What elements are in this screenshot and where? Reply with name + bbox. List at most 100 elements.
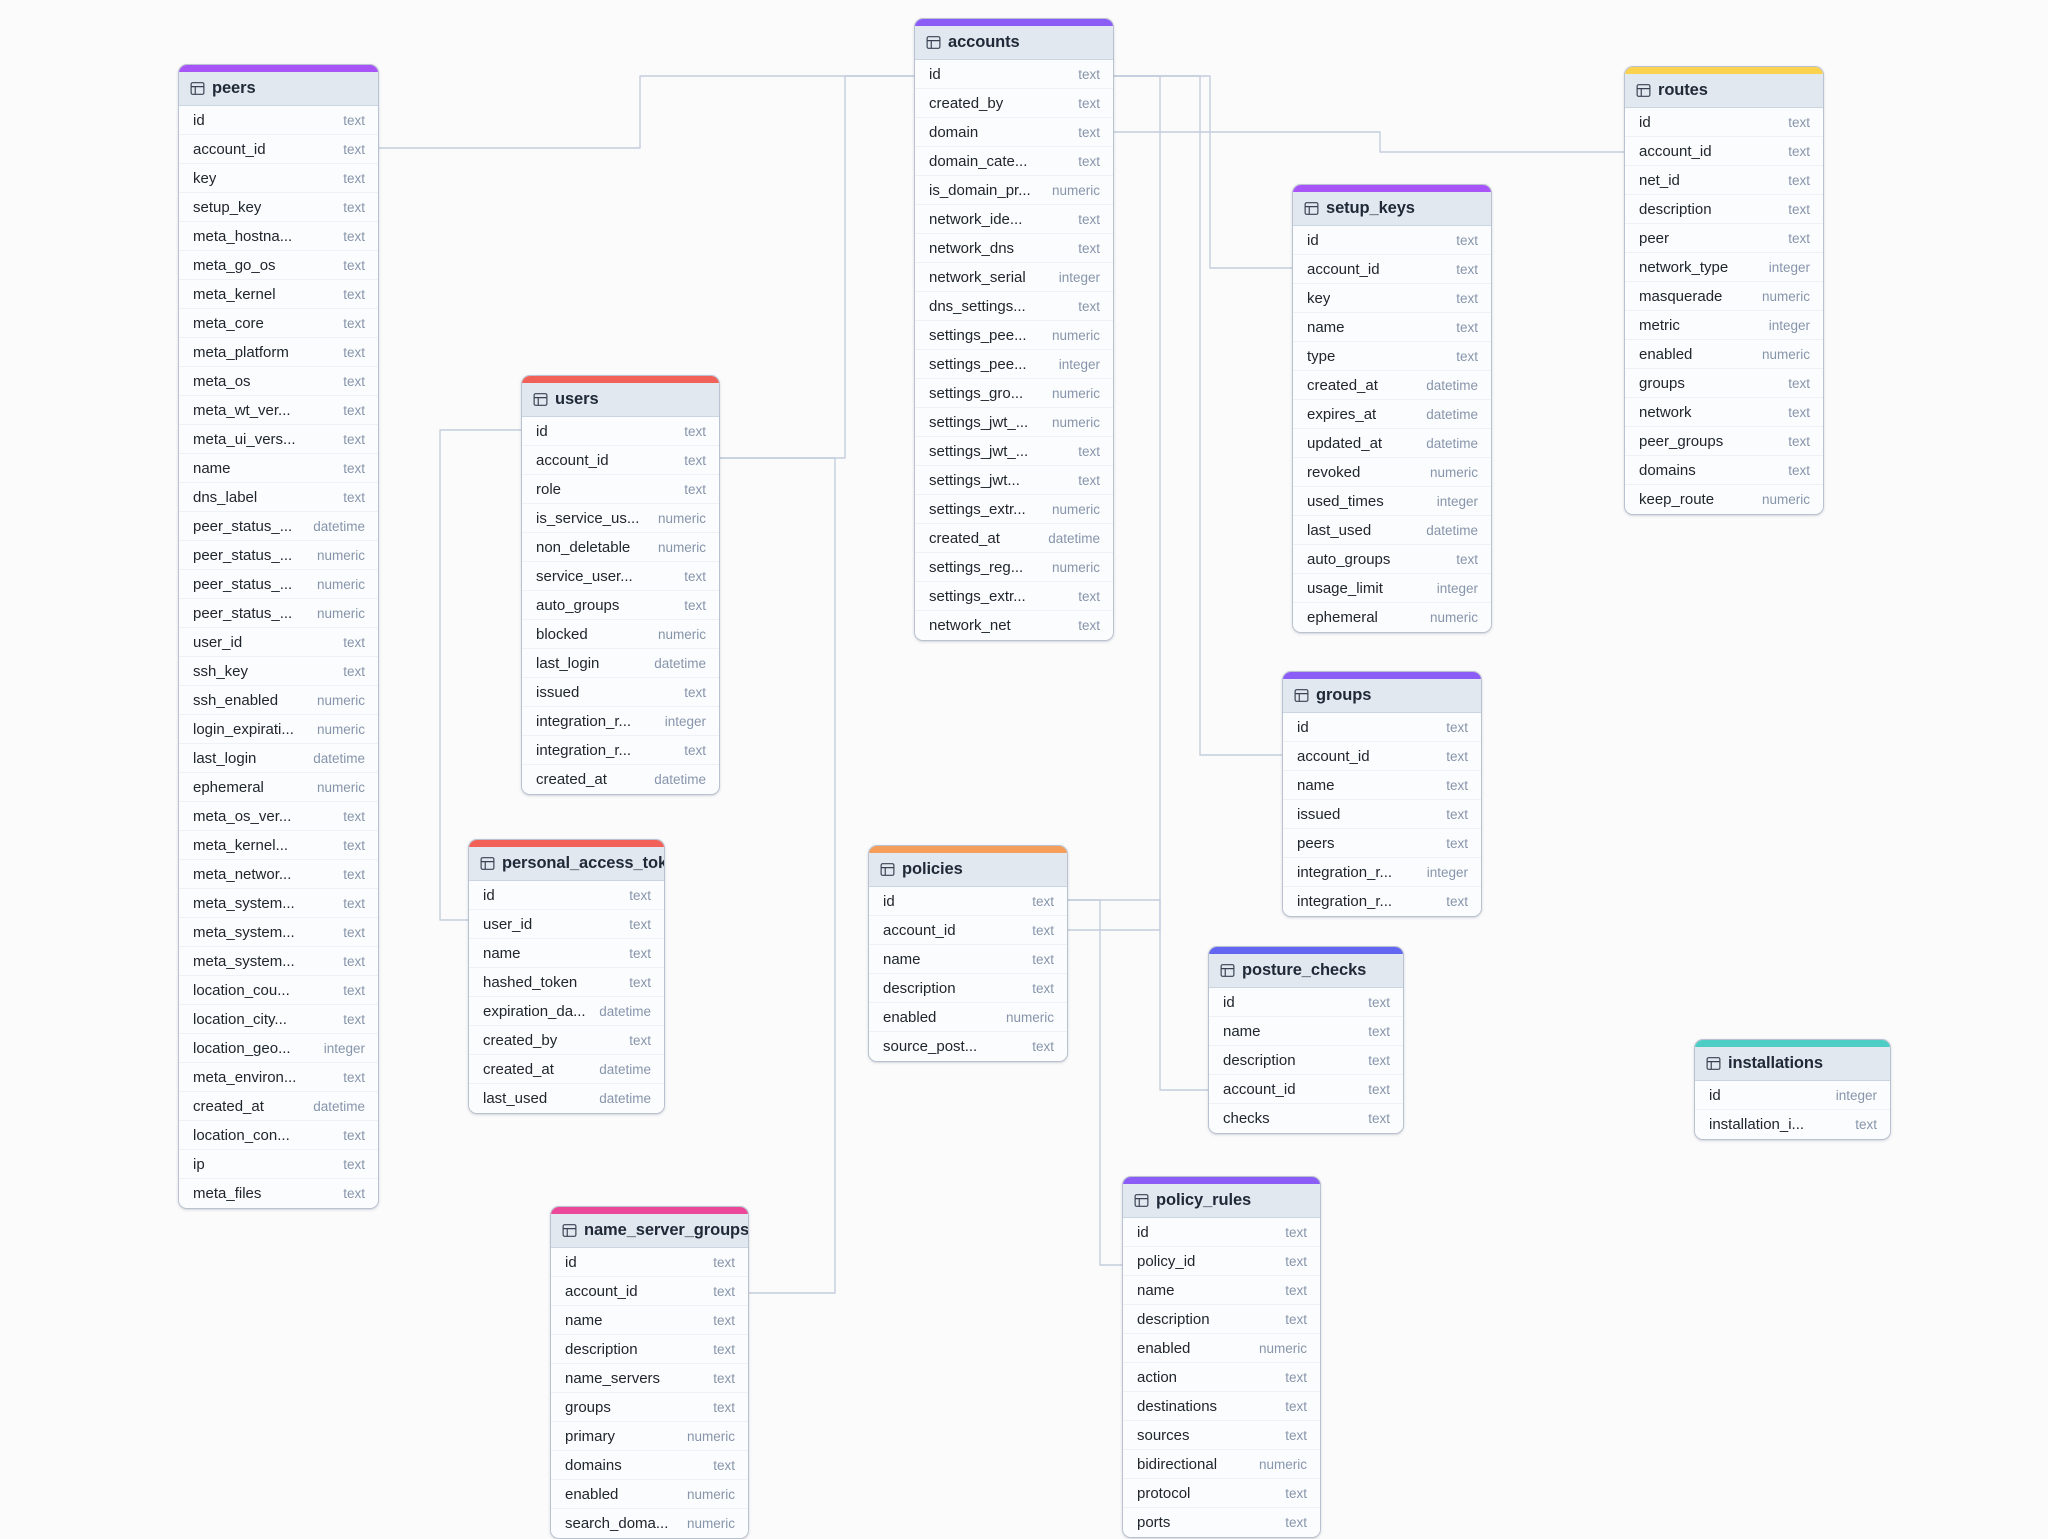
column-row[interactable]: peer_status_...numeric — [179, 599, 378, 628]
column-row[interactable]: settings_jwt...text — [915, 466, 1113, 495]
column-row[interactable]: meta_environ...text — [179, 1063, 378, 1092]
column-row[interactable]: integration_r...integer — [1283, 858, 1481, 887]
table-header[interactable]: groups — [1283, 679, 1481, 713]
table-card-personal_access_tokens[interactable]: personal_access_tokensidtextuser_idtextn… — [468, 839, 665, 1114]
table-header[interactable]: installations — [1695, 1047, 1890, 1081]
column-row[interactable]: login_expirati...numeric — [179, 715, 378, 744]
table-header[interactable]: routes — [1625, 74, 1823, 108]
table-header[interactable]: posture_checks — [1209, 954, 1403, 988]
column-row[interactable]: meta_system...text — [179, 889, 378, 918]
column-row[interactable]: meta_networ...text — [179, 860, 378, 889]
column-row[interactable]: settings_extr...text — [915, 582, 1113, 611]
table-header[interactable]: users — [522, 383, 719, 417]
column-row[interactable]: settings_pee...numeric — [915, 321, 1113, 350]
column-row[interactable]: meta_kernel...text — [179, 831, 378, 860]
column-row[interactable]: location_city...text — [179, 1005, 378, 1034]
column-row[interactable]: settings_pee...integer — [915, 350, 1113, 379]
table-header[interactable]: setup_keys — [1293, 192, 1491, 226]
column-row[interactable]: integration_r...integer — [522, 707, 719, 736]
column-row[interactable]: settings_reg...numeric — [915, 553, 1113, 582]
column-row[interactable]: meta_system...text — [179, 918, 378, 947]
column-row[interactable]: meta_ui_vers...text — [179, 425, 378, 454]
column-row[interactable]: location_cou...text — [179, 976, 378, 1005]
table-header[interactable]: policies — [869, 853, 1067, 887]
table-header[interactable]: name_server_groups — [551, 1214, 748, 1248]
column-row[interactable]: expiration_da...datetime — [469, 997, 664, 1026]
column-row[interactable]: settings_jwt_...text — [915, 437, 1113, 466]
column-row[interactable]: location_con...text — [179, 1121, 378, 1150]
column-row[interactable]: is_domain_pr...numeric — [915, 176, 1113, 205]
table-header[interactable]: policy_rules — [1123, 1184, 1320, 1218]
column-row[interactable]: is_service_us...numeric — [522, 504, 719, 533]
column-row[interactable]: meta_wt_ver...text — [179, 396, 378, 425]
